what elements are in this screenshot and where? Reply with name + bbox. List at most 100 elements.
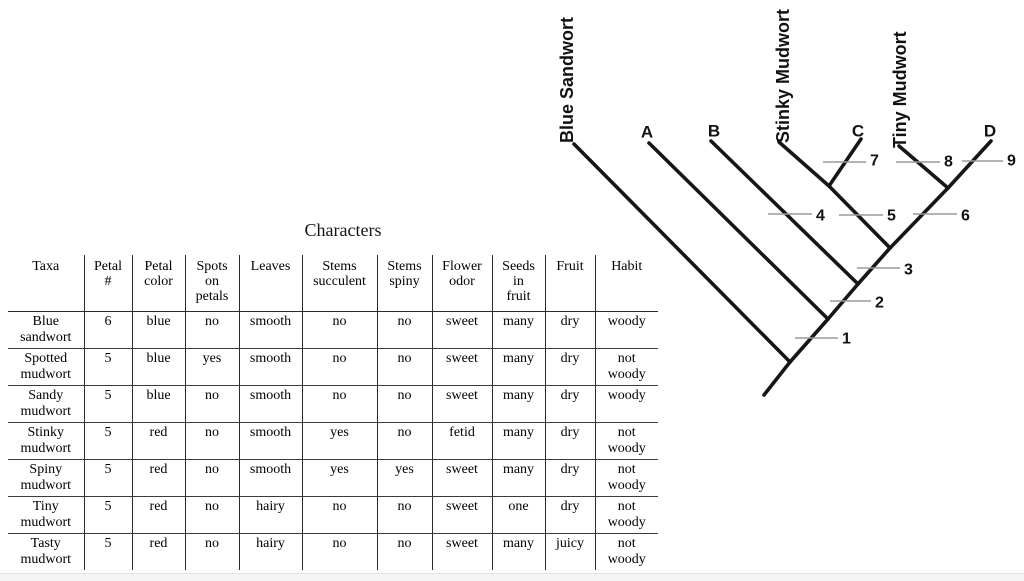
table-cell: not woody <box>595 348 658 386</box>
table-cell: woody <box>595 385 658 423</box>
tip-label-b: B <box>708 122 720 141</box>
taxon-cell: Tiny mudwort <box>8 496 85 534</box>
page-bottom-edge <box>0 573 1024 581</box>
table-cell: fetid <box>432 422 493 460</box>
backbone-seg-4 <box>888 186 950 250</box>
branch-stinky-mudwort <box>777 140 831 188</box>
column-header-taxa: Taxa <box>8 255 85 312</box>
tip-label-a: A <box>641 123 653 142</box>
taxon-label-tiny-mudwort: Tiny Mudwort <box>890 31 910 148</box>
taxon-cell: Stinky mudwort <box>8 422 85 460</box>
table-cell: yes <box>302 459 378 497</box>
taxon-label-stinky-mudwort: Stinky Mudwort <box>773 9 793 143</box>
table-cell: 5 <box>84 385 133 423</box>
table-title: Characters <box>304 220 382 240</box>
table-cell: juicy <box>545 533 596 570</box>
table-cell: no <box>377 422 433 460</box>
table-cell: no <box>185 311 240 349</box>
column-header-spots-on-petals: Spots on petals <box>185 255 240 312</box>
table-cell: sweet <box>432 459 493 497</box>
backbone-seg-1 <box>788 317 830 364</box>
table-cell: not woody <box>595 496 658 534</box>
tip-label-c: C <box>852 122 864 141</box>
table-cell: no <box>377 496 433 534</box>
table-cell: sweet <box>432 533 493 570</box>
tip-label-d: D <box>984 122 996 141</box>
tick-number-2: 2 <box>875 295 884 312</box>
branch-b <box>709 139 860 286</box>
table-cell: not woody <box>607 536 646 567</box>
table-cell: many <box>492 422 546 460</box>
column-header-stems-succulent: Stems succulent <box>302 255 378 312</box>
table-cell: no <box>185 496 240 534</box>
column-header-leaves: Leaves <box>239 255 303 312</box>
column-header-habit: Habit <box>595 255 658 312</box>
taxon-label-blue-sandwort: Blue Sandwort <box>557 17 577 143</box>
taxon-cell: Sandy mudwort <box>8 385 85 423</box>
backbone-seg-3 <box>856 246 892 286</box>
branch-tiny-mudwort <box>897 144 950 190</box>
tick-number-6: 6 <box>961 208 970 225</box>
table-cell: many <box>492 311 546 349</box>
table-cell: one <box>492 496 546 534</box>
table-cell: blue <box>132 311 186 349</box>
table-cell: 5 <box>84 459 133 497</box>
table-cell: red <box>132 533 186 570</box>
tick-number-5: 5 <box>887 208 896 225</box>
root-stem <box>762 360 792 397</box>
branch-c <box>827 137 863 188</box>
table-cell: sweet <box>432 348 493 386</box>
tick-number-8: 8 <box>944 154 953 171</box>
table-cell: red <box>132 422 186 460</box>
table-cell: smooth <box>239 459 303 497</box>
table-cell: no <box>377 533 433 570</box>
table-cell: yes <box>377 459 433 497</box>
table-cell: no <box>302 533 378 570</box>
table-cell: not woody <box>595 459 658 497</box>
table-cell: no <box>185 422 240 460</box>
branch-d <box>946 139 993 190</box>
column-header-petal-color: Petal color <box>132 255 186 312</box>
tick-number-1: 1 <box>842 331 851 348</box>
taxon-cell: Spotted mudwort <box>8 348 85 386</box>
table-cell: hairy <box>239 533 303 570</box>
table-cell: no <box>302 348 378 386</box>
taxon-cell: Spiny mudwort <box>8 459 85 497</box>
table-cell: yes <box>185 348 240 386</box>
table-cell: sweet <box>432 496 493 534</box>
table-cell: red <box>132 496 186 534</box>
tick-number-9: 9 <box>1007 153 1016 170</box>
table-cell: no <box>302 311 378 349</box>
table-cell: dry <box>545 385 596 423</box>
table-cell: no <box>377 385 433 423</box>
table-cell: smooth <box>239 348 303 386</box>
table-cell: smooth <box>239 422 303 460</box>
table-cell: 6 <box>84 311 133 349</box>
table-cell: not woody <box>595 422 658 460</box>
table-cell: 5 <box>84 348 133 386</box>
table-cell: many <box>492 459 546 497</box>
table-cell: dry <box>545 422 596 460</box>
column-header-petal: Petal # <box>84 255 133 312</box>
table-cell: dry <box>545 348 596 386</box>
table-cell: red <box>132 459 186 497</box>
table-cell: dry <box>545 496 596 534</box>
table-cell: dry <box>545 459 596 497</box>
table-cell: no <box>185 459 240 497</box>
table-cell: hairy <box>239 496 303 534</box>
table-cell: no <box>185 533 240 570</box>
table-cell: many <box>492 533 546 570</box>
table-cell: no <box>377 311 433 349</box>
tick-number-7: 7 <box>870 153 879 170</box>
table-cell: 5 <box>84 533 133 570</box>
table-cell: no <box>302 385 378 423</box>
